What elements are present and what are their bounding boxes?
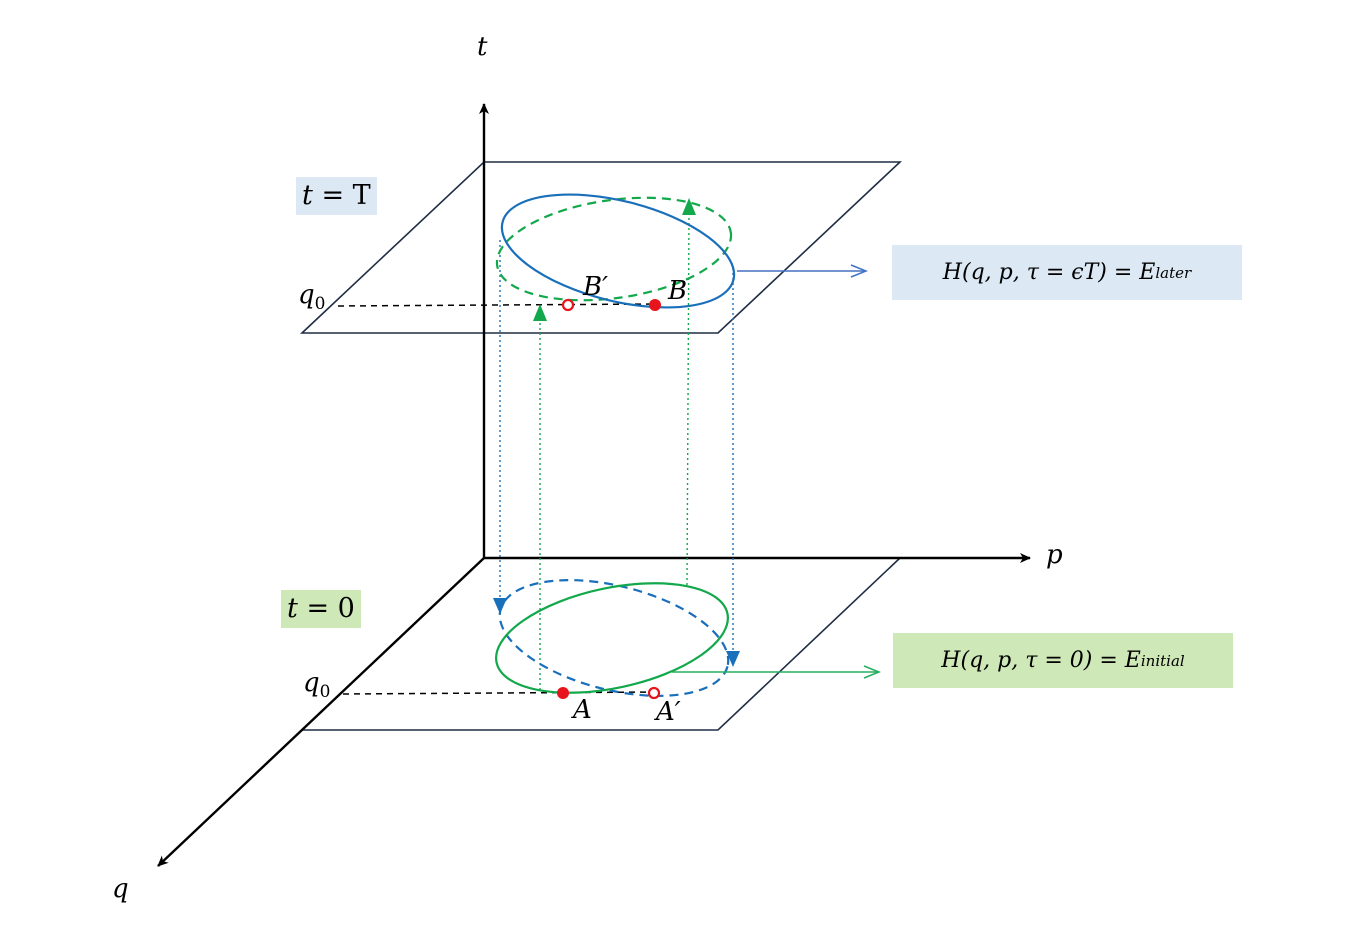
green-projection-right xyxy=(686,213,690,586)
plane-tag-bottom-rest: = 0 xyxy=(297,593,355,624)
label-B: B xyxy=(668,276,688,306)
q0-label-top-sub: 0 xyxy=(314,294,326,315)
equation-later-main: H(q, p, τ = ϵT) = E xyxy=(942,260,1156,285)
point-A-prime xyxy=(647,686,661,700)
equation-initial-sub: initial xyxy=(1140,651,1185,670)
q0-label-top-var: q xyxy=(298,280,315,310)
plane-tag-top-rest: = T xyxy=(312,180,371,211)
equation-initial-main: H(q, p, τ = 0) = E xyxy=(941,648,1141,673)
q0-label-bottom: q0 xyxy=(303,670,330,701)
blue-arrowhead-left xyxy=(493,598,507,614)
green-arrowhead-left xyxy=(533,304,547,321)
point-B-prime xyxy=(561,298,575,312)
q-axis-label: q xyxy=(112,874,129,904)
q0-label-bottom-var: q xyxy=(303,668,320,698)
label-A-prime: A′ xyxy=(656,697,681,727)
point-B xyxy=(649,299,661,311)
q0-line-top xyxy=(337,303,657,307)
q0-line-bottom xyxy=(342,691,657,695)
plane-tag-top: t = T xyxy=(296,177,377,215)
p-axis-label: p xyxy=(1046,540,1063,570)
blue-arrowhead-right xyxy=(726,651,740,667)
top-green-dashed-orbit xyxy=(495,196,733,302)
top-plane xyxy=(299,161,903,334)
q0-label-top: q0 xyxy=(298,282,325,313)
bottom-green-solid-orbit xyxy=(495,582,729,694)
label-B-prime: B′ xyxy=(583,272,609,302)
green-arrowhead-right xyxy=(682,198,696,215)
t-axis-label: t xyxy=(477,32,488,62)
plane-tag-top-var: t xyxy=(302,180,313,211)
q-axis xyxy=(157,557,485,867)
bottom-blue-dashed-orbit xyxy=(498,579,730,697)
label-A: A xyxy=(573,695,592,725)
point-A xyxy=(557,687,569,699)
plane-tag-bottom: t = 0 xyxy=(281,590,361,628)
equation-later-sub: later xyxy=(1155,263,1192,282)
q0-label-bottom-sub: 0 xyxy=(319,682,331,703)
plane-tag-bottom-var: t xyxy=(287,593,298,624)
top-blue-solid-orbit xyxy=(500,193,736,309)
